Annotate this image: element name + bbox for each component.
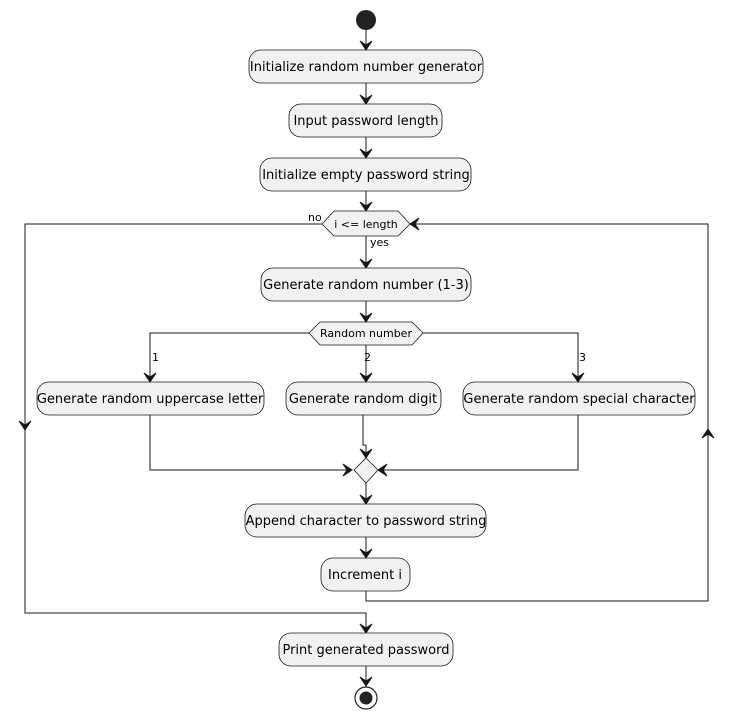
step-label: Input password length	[293, 114, 438, 129]
loop-condition-diamond: i <= length	[321, 210, 411, 237]
case-label-3: 3	[579, 351, 586, 364]
step-append-char: Append character to password string	[244, 503, 487, 538]
arrowheads	[18, 40, 715, 687]
step-print-password: Print generated password	[278, 632, 454, 667]
step-increment: Increment i	[320, 557, 411, 592]
loop-condition-label: i <= length	[334, 218, 398, 231]
step-init-rng: Initialize random number generator	[248, 49, 484, 84]
step-label: Generate random uppercase letter	[37, 392, 264, 407]
switch-diamond: Random number	[308, 321, 424, 346]
step-input-length: Input password length	[288, 103, 443, 138]
start-node	[356, 10, 376, 30]
step-label: Generate random special character	[463, 392, 695, 407]
step-generate-digit: Generate random digit	[285, 381, 442, 416]
merge-diamond	[353, 457, 379, 484]
loop-no-label: no	[308, 211, 322, 224]
switch-label: Random number	[320, 327, 412, 340]
end-node	[354, 686, 378, 710]
step-label: Initialize random number generator	[250, 60, 483, 75]
step-label: Print generated password	[282, 643, 449, 658]
step-label: Increment i	[328, 568, 402, 583]
step-init-string: Initialize empty password string	[259, 157, 472, 192]
step-generate-special: Generate random special character	[462, 381, 696, 416]
step-label: Generate random digit	[289, 392, 437, 407]
step-generate-number: Generate random number (1-3)	[260, 267, 472, 302]
step-label: Initialize empty password string	[262, 168, 470, 183]
loop-yes-label: yes	[370, 236, 389, 249]
case-label-1: 1	[152, 351, 159, 364]
step-generate-uppercase: Generate random uppercase letter	[36, 381, 265, 416]
step-label: Generate random number (1-3)	[263, 278, 469, 293]
step-label: Append character to password string	[246, 514, 487, 529]
case-label-2: 2	[364, 351, 371, 364]
